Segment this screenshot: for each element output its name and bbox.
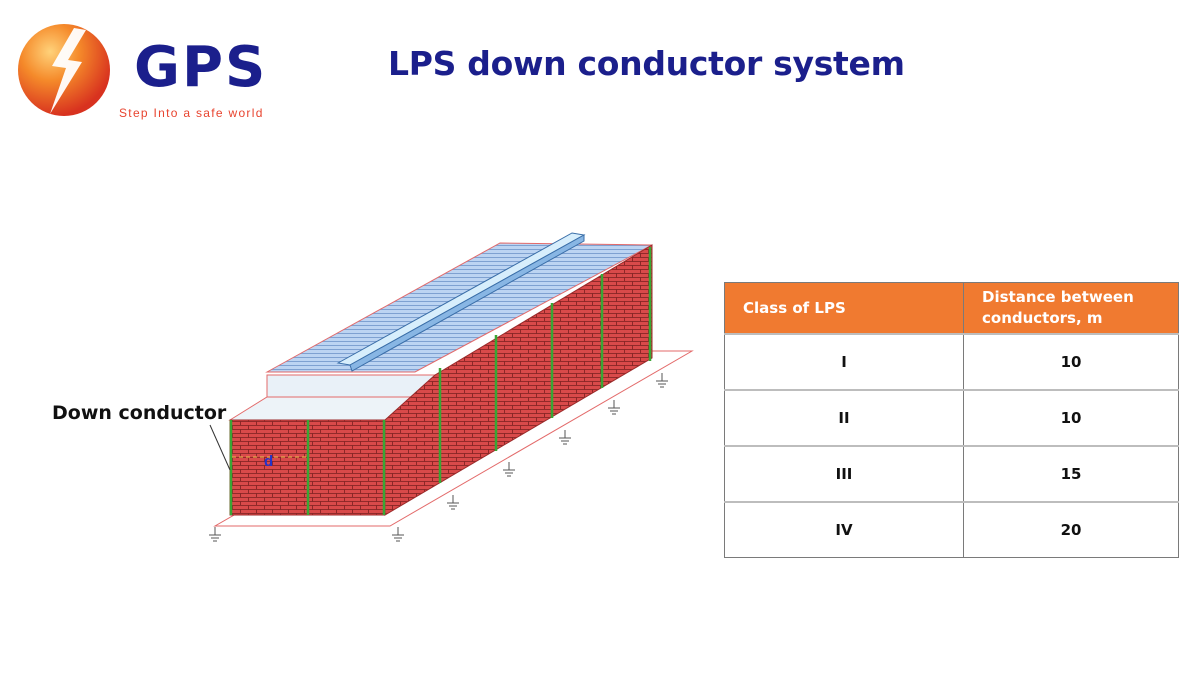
table-row: II 10 — [724, 389, 1179, 447]
distance-cell: 20 — [963, 501, 1179, 558]
table-row: III 15 — [724, 445, 1179, 503]
table-row: IV 20 — [724, 501, 1179, 558]
building-diagram: d — [209, 232, 694, 542]
brand-tagline: Step Into a safe world — [119, 106, 264, 120]
header-distance: Distance between conductors, m — [963, 282, 1179, 335]
table-header-row: Class of LPS Distance between conductors… — [724, 282, 1179, 335]
class-cell: I — [724, 333, 964, 391]
page-title: LPS down conductor system — [388, 44, 905, 83]
roof-ridge-side — [349, 234, 585, 372]
brand-name: GPS — [134, 35, 268, 100]
class-cell: III — [724, 445, 964, 503]
parapet-front — [266, 374, 436, 398]
distance-marker: d — [264, 453, 273, 470]
table-row: I 10 — [724, 333, 1179, 391]
class-cell: II — [724, 389, 964, 447]
callout-leader — [209, 424, 231, 471]
distance-cell: 10 — [963, 389, 1179, 447]
down-conductors — [229, 247, 652, 515]
lightning-sphere-icon — [18, 24, 110, 116]
header-class: Class of LPS — [724, 282, 964, 335]
ground-symbols — [209, 373, 668, 542]
distance-cell: 15 — [963, 445, 1179, 503]
distance-cell: 10 — [963, 333, 1179, 391]
company-logo: GPS Step Into a safe world — [16, 22, 306, 122]
class-cell: IV — [724, 501, 964, 558]
down-conductor-label: Down conductor — [52, 402, 227, 424]
lps-class-table: Class of LPS Distance between conductors… — [724, 282, 1179, 558]
